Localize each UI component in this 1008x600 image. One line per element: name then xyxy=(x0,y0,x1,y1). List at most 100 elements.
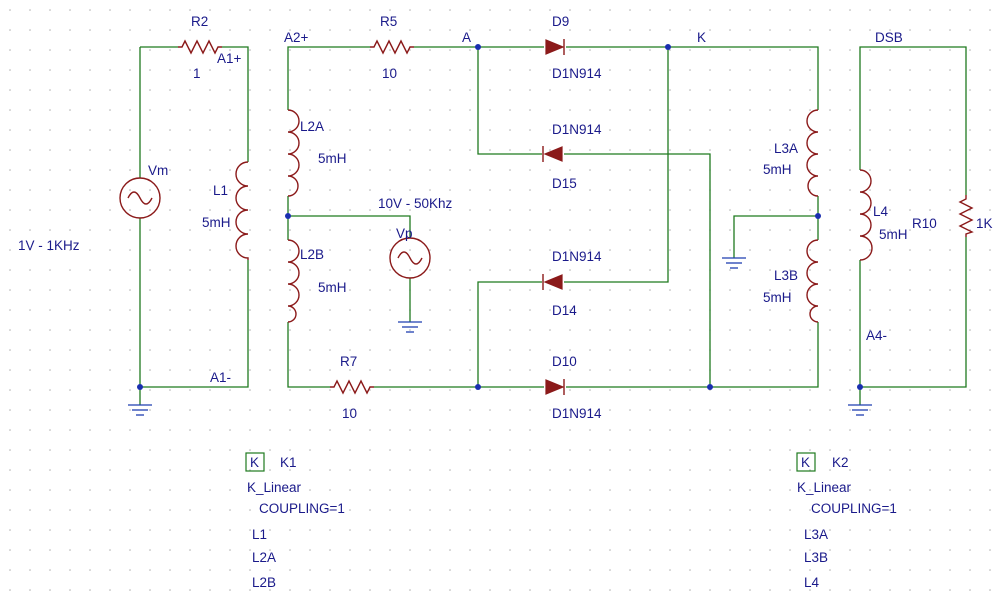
l2b-value-label: 5mH xyxy=(318,280,347,295)
wire-l2b-bottom xyxy=(287,322,330,388)
k1-ref-label: K1 xyxy=(280,455,297,470)
l3b-value-label: 5mH xyxy=(763,290,792,305)
r2-ref-label: R2 xyxy=(191,14,208,29)
net-a4-minus-label: A4- xyxy=(866,328,887,343)
wire-ct-to-gnd-right xyxy=(733,215,818,258)
resistor-r7[interactable] xyxy=(330,379,374,395)
wire-dsb-bottom xyxy=(859,237,967,388)
ground-symbol-output xyxy=(848,404,872,416)
net-dsb-label: DSB xyxy=(875,30,903,45)
resistor-r10[interactable] xyxy=(958,195,974,237)
junction-dot xyxy=(857,384,863,390)
d14-model-label: D1N914 xyxy=(552,249,602,264)
vp-ref-label: Vp xyxy=(396,226,413,241)
inductor-l2a[interactable] xyxy=(287,109,300,197)
r10-value-label: 1K xyxy=(976,216,993,231)
net-a1-minus-label: A1- xyxy=(210,370,231,385)
d15-model-label: D1N914 xyxy=(552,122,602,137)
wire-d9-to-k xyxy=(566,46,819,110)
k2-param-label: COUPLING=1 xyxy=(811,501,897,516)
wire-d10-to-right xyxy=(566,322,819,388)
voltage-source-vp[interactable] xyxy=(389,237,431,279)
net-k-label: K xyxy=(697,30,706,45)
inductor-l2b[interactable] xyxy=(287,239,300,323)
inductor-l1[interactable] xyxy=(235,161,249,260)
wire-d15-to-bottom xyxy=(564,153,711,387)
r7-value-label: 10 xyxy=(342,406,357,421)
d14-ref-label: D14 xyxy=(552,303,577,318)
l2a-value-label: 5mH xyxy=(318,151,347,166)
r5-ref-label: R5 xyxy=(380,14,397,29)
junction-dot xyxy=(285,213,291,219)
ground-symbol-vp xyxy=(398,321,422,333)
d9-model-label: D1N914 xyxy=(552,66,602,81)
l1-ref-label: L1 xyxy=(213,183,228,198)
k1-param-label: COUPLING=1 xyxy=(259,501,345,516)
resistor-r5[interactable] xyxy=(370,39,414,55)
diode-d14[interactable] xyxy=(542,274,563,290)
inductor-l4[interactable] xyxy=(859,169,873,261)
junction-dot xyxy=(815,213,821,219)
l3a-value-label: 5mH xyxy=(763,162,792,177)
r2-value-label: 1 xyxy=(193,66,201,81)
net-a1-plus-label: A1+ xyxy=(217,51,242,66)
k2-inductor-label: L4 xyxy=(804,575,820,590)
l3b-ref-label: L3B xyxy=(774,268,798,283)
junction-dot xyxy=(475,384,481,390)
k1-inductor-label: L1 xyxy=(252,527,267,542)
k2-inductor-label: L3A xyxy=(804,527,828,542)
l4-value-label: 5mH xyxy=(879,227,908,242)
r10-ref-label: R10 xyxy=(912,216,937,231)
resistor-r2[interactable] xyxy=(178,39,222,55)
net-a2-plus-label: A2+ xyxy=(284,30,309,45)
vm-value-label: 1V - 1KHz xyxy=(18,238,80,253)
k2-ref-label: K2 xyxy=(832,455,849,470)
l1-value-label: 5mH xyxy=(202,215,231,230)
net-a-label: A xyxy=(462,30,471,45)
vp-value-label: 10V - 50Khz xyxy=(378,196,453,211)
diode-d10[interactable] xyxy=(545,379,565,395)
junctions xyxy=(137,44,863,390)
vm-ref-label: Vm xyxy=(148,163,168,178)
labels: R2 1 R5 10 R7 10 R10 1K L1 5mH L2A 5mH L… xyxy=(18,14,993,590)
k1-box-letter: K xyxy=(250,455,259,470)
k2-box-letter: K xyxy=(801,455,810,470)
junction-dot xyxy=(475,44,481,50)
d10-model-label: D1N914 xyxy=(552,406,602,421)
junction-dot xyxy=(137,384,143,390)
diode-d15[interactable] xyxy=(542,146,563,162)
wire-dsb-top xyxy=(859,46,967,195)
wire-d14-to-bottom xyxy=(477,281,542,387)
ground-symbol-left xyxy=(128,404,152,416)
k2-type-label: K_Linear xyxy=(797,480,852,495)
wire-a1-minus xyxy=(140,260,249,388)
wire-r2-to-l1 xyxy=(222,46,249,162)
d9-ref-label: D9 xyxy=(552,14,569,29)
ground-symbol-right xyxy=(722,257,746,269)
r5-value-label: 10 xyxy=(382,66,397,81)
d15-ref-label: D15 xyxy=(552,176,577,191)
wire-ct-to-vp xyxy=(288,215,411,238)
inductor-l3b[interactable] xyxy=(806,239,819,323)
diode-d9[interactable] xyxy=(545,39,565,55)
k1-type-label: K_Linear xyxy=(247,480,302,495)
l2a-ref-label: L2A xyxy=(300,119,324,134)
junction-dot xyxy=(707,384,713,390)
k1-inductor-label: L2B xyxy=(252,575,276,590)
wire-a2-top xyxy=(287,46,370,110)
r7-ref-label: R7 xyxy=(340,354,357,369)
coupling-k1-box[interactable] xyxy=(245,452,265,472)
k2-inductor-label: L3B xyxy=(804,550,828,565)
wire-k-to-d14 xyxy=(564,47,669,283)
wire-a-to-d15 xyxy=(477,47,542,155)
junction-dot xyxy=(665,44,671,50)
inductor-l3a[interactable] xyxy=(806,109,819,197)
k1-inductor-label: L2A xyxy=(252,550,276,565)
l2b-ref-label: L2B xyxy=(300,247,324,262)
voltage-source-vm[interactable] xyxy=(119,177,161,219)
d10-ref-label: D10 xyxy=(552,354,577,369)
l3a-ref-label: L3A xyxy=(774,141,798,156)
coupling-k2-box[interactable] xyxy=(796,452,816,472)
